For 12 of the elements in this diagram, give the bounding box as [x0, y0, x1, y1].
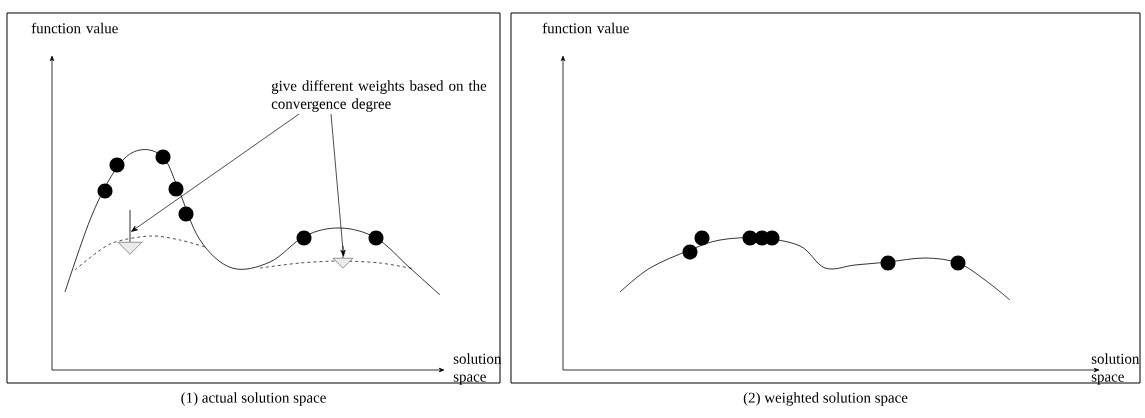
panel-box	[6, 12, 501, 384]
leader-arrow	[330, 113, 346, 257]
axis-label: solution space	[1091, 353, 1140, 385]
annotation: give different weights based on the convergence degree	[271, 80, 487, 112]
axis-label: function value	[31, 22, 118, 34]
axis-label: function value	[542, 22, 629, 34]
block-arrow	[117, 210, 143, 255]
panel-label: (1) actual solution space	[181, 392, 326, 406]
leader-arrow	[131, 113, 300, 232]
panel-box	[510, 12, 1141, 384]
block-arrow	[332, 246, 354, 269]
panel-label: (2) weighted solution space	[743, 392, 908, 406]
